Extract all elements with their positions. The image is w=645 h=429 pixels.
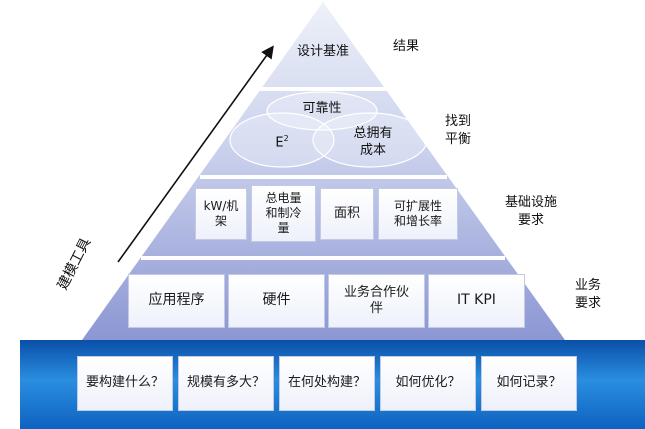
tier2-e-squared: E2 [275, 134, 289, 151]
side-label-infrastructure: 基础设施 要求 [504, 195, 557, 228]
question-where-to-build: 在何处构建？ [279, 356, 375, 411]
tier4-item-hardware: 硬件 [228, 274, 325, 328]
tier4-item-it-kpi: IT KPI [428, 274, 525, 328]
balance-ellipse-left [229, 112, 335, 168]
modeling-arrow [117, 45, 274, 263]
tier1-design-baseline: 设计基准 [296, 44, 349, 59]
tier3-item-kw-per-rack: kW/机 架 [195, 188, 247, 240]
tier3-item-area: 面积 [320, 188, 374, 240]
side-label-result: 结果 [392, 39, 419, 54]
side-label-balance: 找到 平衡 [444, 114, 471, 147]
tier4-item-business-partners: 业务合作伙 伴 [328, 274, 425, 328]
question-how-large: 规模有多大？ [178, 356, 274, 411]
tier3-item-power-cooling: 总电量 和制冷 量 [251, 185, 316, 242]
side-label-business: 业务 要求 [574, 278, 601, 311]
tier4-item-applications: 应用程序 [128, 274, 225, 328]
pyramid-body [82, 2, 565, 340]
balance-ellipse-top [266, 91, 378, 131]
tier2-total-cost-of-ownership: 总拥有 成本 [353, 126, 393, 158]
question-what-to-build: 要构建什么？ [77, 356, 173, 411]
balance-ellipse-right [312, 112, 428, 168]
tier2-reliability: 可靠性 [302, 101, 342, 116]
question-how-to-record: 如何记录？ [481, 356, 577, 411]
tier3-item-scalability: 可扩展性 和增长率 [378, 188, 458, 240]
question-how-to-optimize: 如何优化？ [380, 356, 476, 411]
